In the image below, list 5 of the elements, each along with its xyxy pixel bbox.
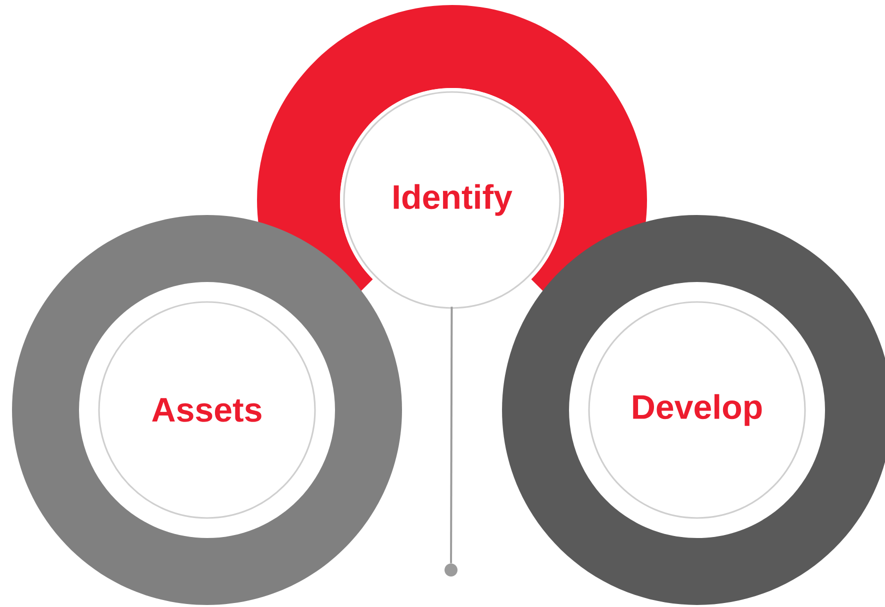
connector-line (450, 306, 453, 564)
circle-node: Develop (588, 301, 806, 519)
end-dot (444, 564, 458, 576)
circle-node: Assets (98, 301, 316, 519)
circle-node: Identify (343, 91, 561, 309)
